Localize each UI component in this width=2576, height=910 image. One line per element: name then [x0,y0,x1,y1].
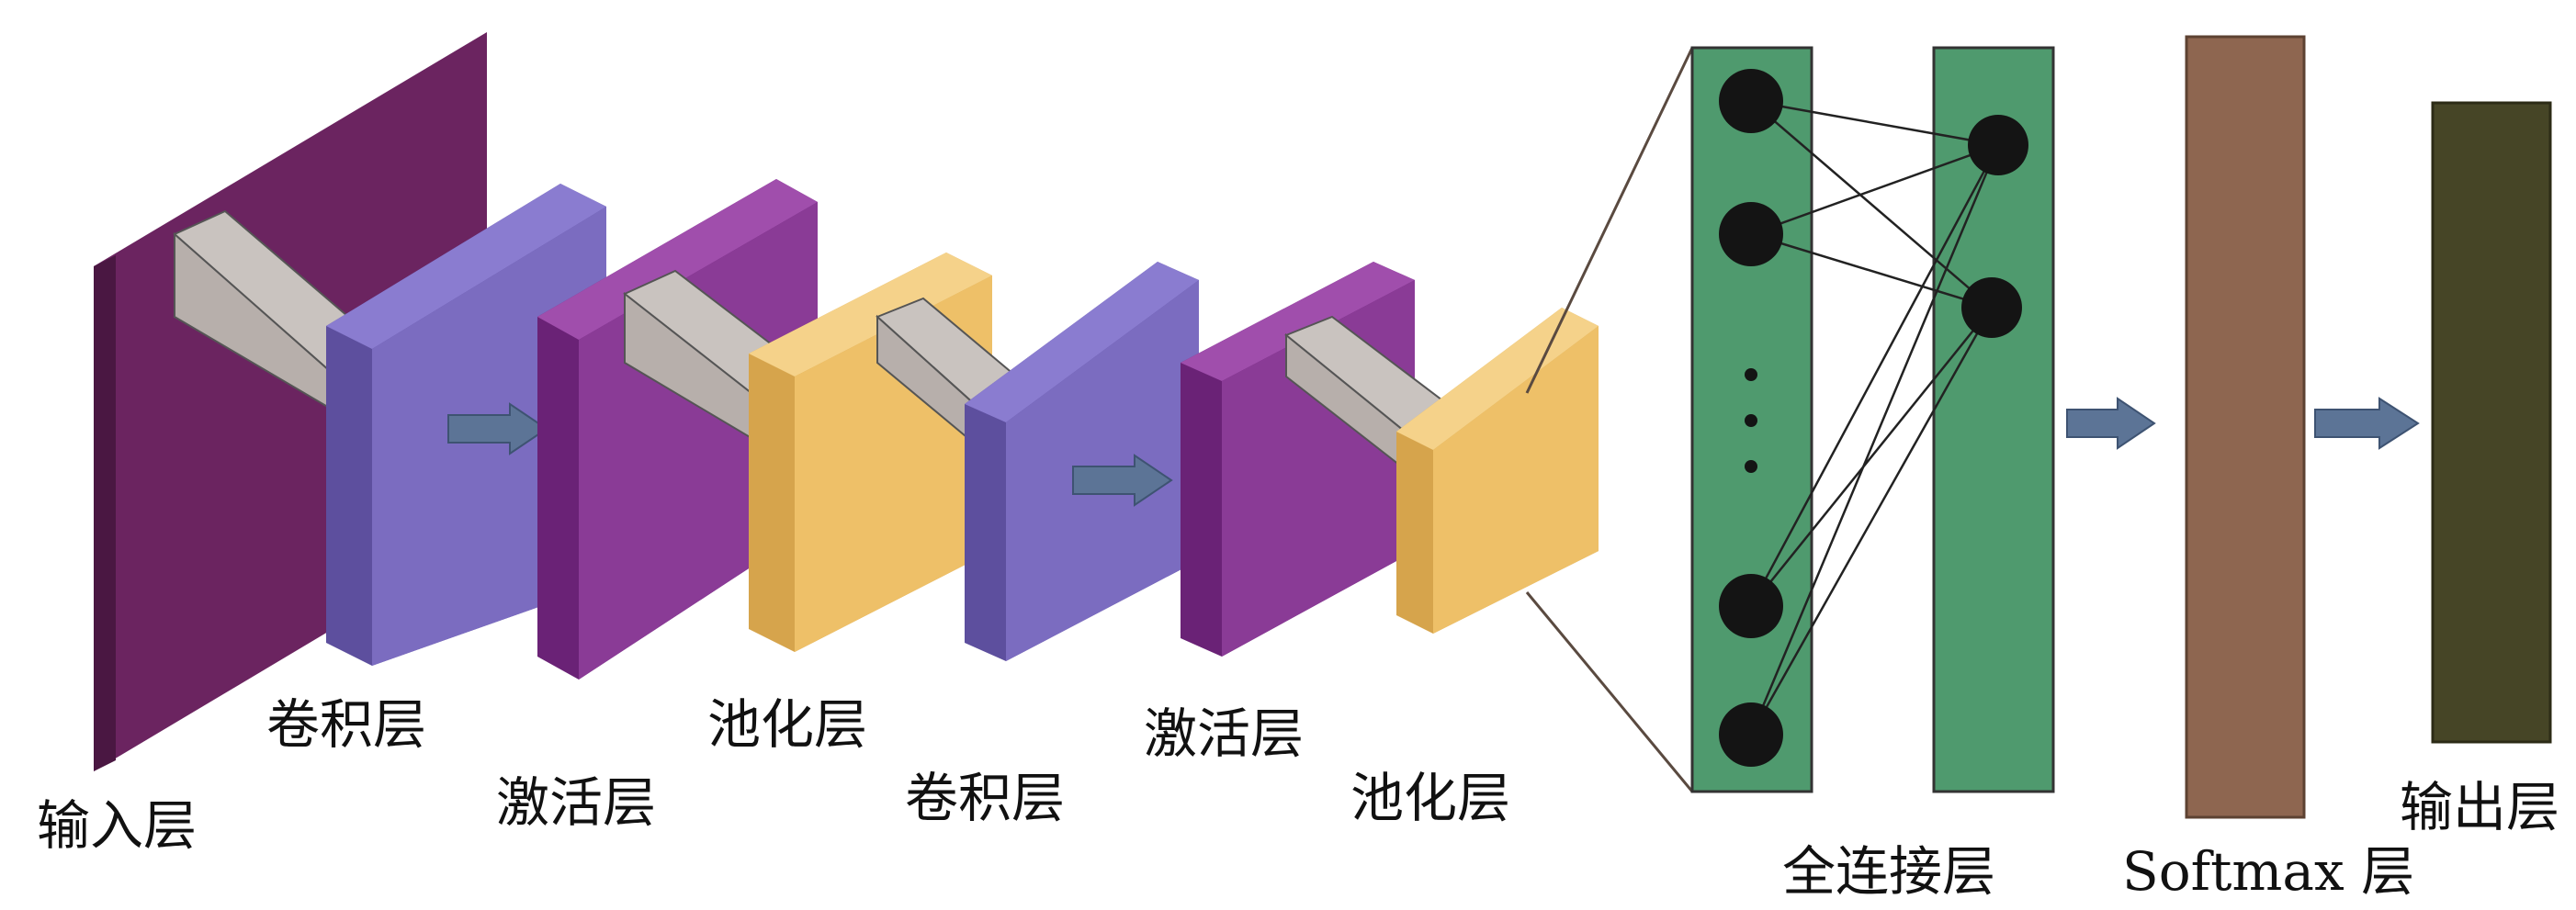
arrow-right-icon [2066,397,2156,450]
arrow-right-icon [1072,454,1173,507]
label-activation-layer-1: 激活层 [496,771,657,834]
fully-connected-layer [1690,46,2055,793]
arrow-right-icon [447,402,548,455]
label-conv-layer-2: 卷积层 [905,767,1066,829]
label-softmax-layer: Softmax 层 [2122,840,2415,903]
softmax-layer-block [2185,35,2306,819]
arrow-right-icon [2314,397,2420,450]
label-input-layer: 输入层 [37,794,198,857]
pooling-layer-2-block [1396,308,1599,634]
projection-lines [1525,47,1694,792]
output-layer-block [2431,101,2552,744]
label-activation-layer-2: 激活层 [1144,702,1305,765]
label-fully-connected: 全连接层 [1782,840,1996,903]
label-pooling-layer-2: 池化层 [1350,767,1511,829]
label-pooling-layer-1: 池化层 [707,693,868,756]
label-output-layer: 输出层 [2400,776,2560,838]
label-conv-layer-1: 卷积层 [266,693,427,756]
conv-layer-2-block [965,262,1199,661]
activation-layer-2-block [1181,262,1415,657]
